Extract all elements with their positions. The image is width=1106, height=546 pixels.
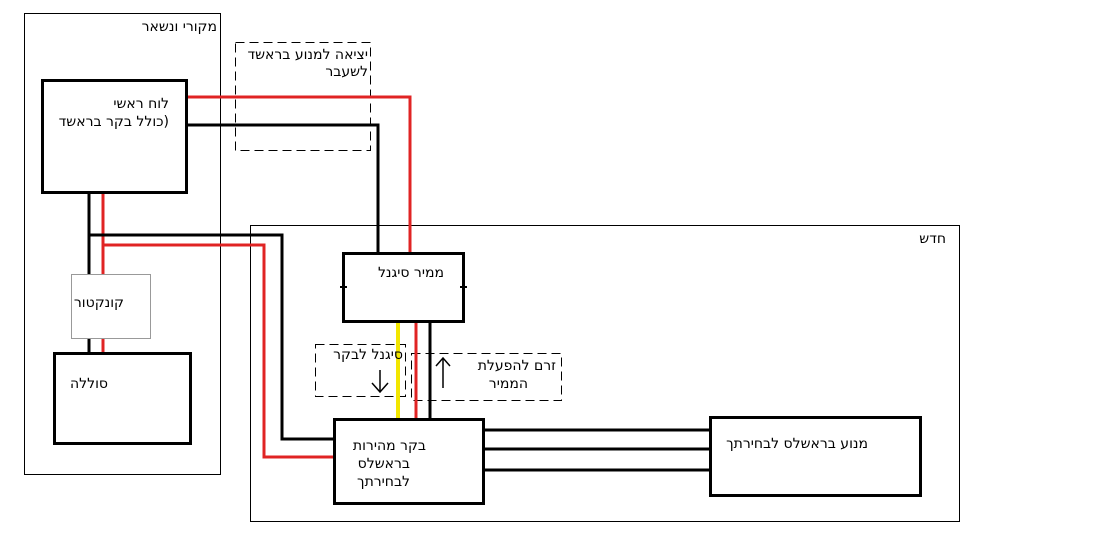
main-positive-feed-wire [103,243,334,459]
signal-note-label: סיגנל לבקר [333,347,403,363]
arrow-up-icon [435,356,451,388]
arrow-down-icon [371,370,389,394]
battery-label: סוללה [70,376,108,392]
signal-note-frame [315,344,406,397]
brushless-controller-label-line1: בקר מהירות [352,438,426,454]
brushless-controller-label-line3: לבחירתך [357,474,410,490]
motor-phase-wires [483,428,710,472]
negative-wires [87,123,432,441]
converter-power-note-frame [411,353,562,401]
board-to-converter-negative-wire [186,123,380,253]
main-negative-feed-wire [89,233,334,441]
battery-box [53,352,192,445]
signal-converter-label: ממיר סיגנל [377,265,444,281]
old-motor-output-note-line2: לשעבר [325,64,368,80]
positive-wires [101,95,418,459]
brushless-motor-box [709,416,922,497]
new-group-frame [250,225,960,522]
signal-converter-box [342,252,465,323]
main-board-box [41,79,188,194]
old-motor-output-note-line1: יציאה למנוע בראשד [247,47,368,63]
board-to-converter-positive-wire [186,95,412,253]
brushless-motor-label: מנוע בראשלס לבחירתך [726,436,868,452]
brushless-controller-box [333,418,485,505]
new-group-label: חדש [919,231,946,247]
converter-power-note-line2: הממיר [488,376,528,392]
brushless-controller-label-line2: בראשלס [357,456,410,472]
main-board-label-line2: (כולל בקר בראשד [58,114,169,130]
existing-group-label: מקורי ונשאר [141,19,217,35]
contactor-label: קונקטור [73,295,124,311]
main-board-label-line1: לוח ראשי [113,96,169,112]
contactor-box [71,274,151,339]
converter-power-note-line1: זרם להפעלת [477,358,556,374]
